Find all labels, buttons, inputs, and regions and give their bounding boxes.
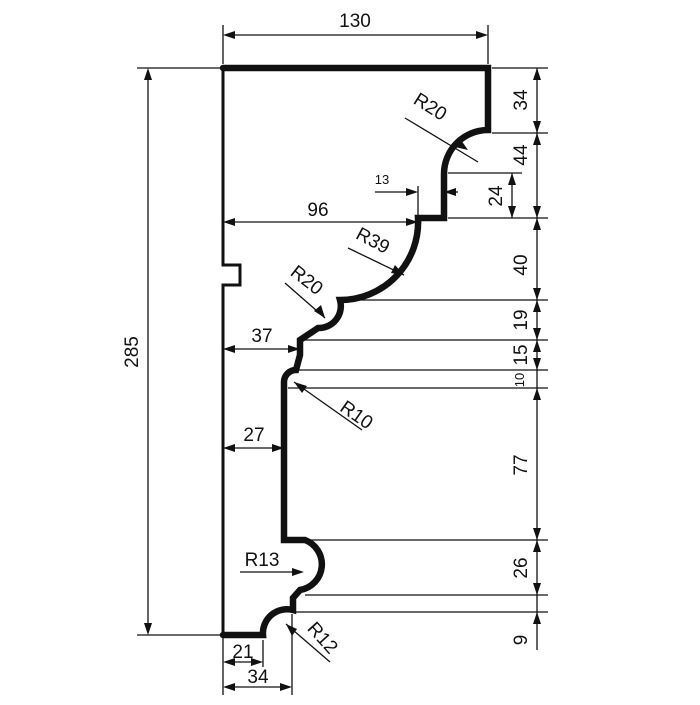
dim-foot-outer-label: 34 [247, 667, 269, 688]
dim-total-height-label: 285 [122, 336, 143, 368]
dim-foot: 21 34 [222, 614, 293, 695]
dim-step-small: 13 [375, 172, 458, 215]
radius-ogee: R39 [347, 224, 405, 276]
dim-lower-band-label: 19 [511, 309, 532, 330]
dim-neck-depth: 27 [223, 425, 284, 452]
dim-small-gap-label: 10 [512, 373, 527, 387]
radius-neck-round: R10 [293, 381, 377, 434]
dim-upper-depth-label: 37 [251, 326, 272, 347]
radius-neck-round-label: R10 [336, 397, 377, 434]
radius-foot-cove-label: R12 [303, 618, 342, 658]
radius-top-cove: R20 [404, 89, 479, 163]
radius-base-bead-label: R13 [245, 550, 280, 571]
dim-main-face-label: 77 [511, 454, 532, 475]
dim-upper-cove-label: 44 [511, 144, 532, 166]
dim-top-crown-label: 34 [511, 89, 532, 111]
dim-total-width-label: 130 [339, 11, 371, 32]
dim-base-label: 9 [511, 635, 532, 646]
dim-fillet-label: 24 [486, 185, 507, 207]
radius-base-bead: R13 [240, 550, 304, 576]
back-wall-line [221, 68, 242, 635]
dim-upper-depth: 37 [223, 326, 300, 353]
dim-bead-band-label: 15 [511, 344, 532, 365]
radius-foot-cove: R12 [285, 618, 342, 663]
radius-small-cove: R20 [284, 262, 327, 319]
radius-small-cove-label: R20 [286, 262, 326, 300]
dim-step-width-label: 96 [307, 200, 328, 221]
dim-lower-bead-label: 26 [511, 557, 532, 578]
front-profile-line [219, 64, 492, 639]
dim-neck-depth-label: 27 [243, 425, 264, 446]
dim-total-height: 285 [122, 67, 220, 636]
dim-step-small-label: 13 [375, 172, 389, 187]
dim-right-chain: 34 44 24 40 19 15 10 77 26 9 [288, 67, 548, 650]
dim-total-width: 130 [222, 11, 489, 64]
dim-ogee-label: 40 [511, 254, 532, 275]
dim-foot-inner-label: 21 [232, 642, 253, 663]
dim-step-width: 96 [223, 200, 418, 226]
radius-top-cove-label: R20 [410, 89, 451, 125]
molding-profile-outline [219, 64, 492, 639]
